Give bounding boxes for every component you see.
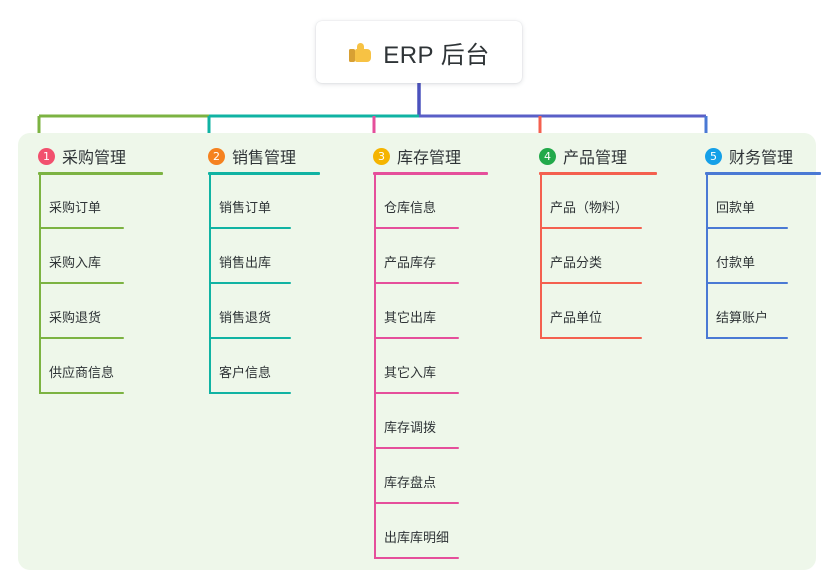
branch-spine-1 xyxy=(39,174,41,394)
branch-spine-5 xyxy=(706,174,708,339)
branch-columns: 1 采购管理采购订单采购入库采购退货供应商信息 2 销售管理销售订单销售出库销售退货客… xyxy=(18,133,821,570)
branch-title-3: 库存管理 xyxy=(397,150,462,167)
list-item-underline xyxy=(209,227,291,229)
list-item-label: 采购退货 xyxy=(49,310,102,325)
branch-header-5[interactable]: 5 财务管理 xyxy=(705,144,793,168)
list-item-label: 采购订单 xyxy=(49,200,102,215)
branch-header-3[interactable]: 3 库存管理 xyxy=(373,144,461,168)
list-item-underline xyxy=(39,227,124,229)
list-item-label: 库存盘点 xyxy=(384,475,437,490)
list-item-label: 付款单 xyxy=(716,255,756,270)
branch-badge-5: 5 xyxy=(705,147,722,165)
list-item-underline xyxy=(706,337,788,339)
list-item-underline xyxy=(39,337,124,339)
branch-column-4: 4 产品管理产品（物料） 产品分类产品单位 xyxy=(519,133,685,570)
branch-badge-1: 1 xyxy=(38,147,55,165)
list-item-underline xyxy=(209,282,291,284)
list-item-label: 销售订单 xyxy=(219,200,272,215)
list-item-label: 供应商信息 xyxy=(49,365,115,380)
branch-header-2[interactable]: 2 销售管理 xyxy=(208,144,296,168)
list-item-underline xyxy=(374,337,459,339)
list-item-underline xyxy=(374,447,459,449)
branch-badge-4: 4 xyxy=(539,147,556,165)
branch-underline-5 xyxy=(705,172,821,175)
list-item-label: 销售退货 xyxy=(219,310,272,325)
list-item-underline xyxy=(209,392,291,394)
list-item-label: 其它入库 xyxy=(384,365,437,380)
list-item-label: 产品库存 xyxy=(384,255,437,270)
branch-column-2: 2 销售管理销售订单销售出库销售退货客户信息 xyxy=(188,133,353,570)
list-item-label: 客户信息 xyxy=(219,365,272,380)
branch-title-4: 产品管理 xyxy=(563,150,628,167)
branch-spine-2 xyxy=(209,174,211,394)
list-item-underline xyxy=(39,282,124,284)
branch-badge-3: 3 xyxy=(373,147,390,165)
branch-column-5: 5 财务管理回款单付款单结算账户 xyxy=(685,133,821,570)
branch-column-1: 1 采购管理采购订单采购入库采购退货供应商信息 xyxy=(18,133,188,570)
list-item-label: 库存调拨 xyxy=(384,420,437,435)
root-node-label: ERP 后台 xyxy=(383,41,490,69)
list-item-label: 产品（物料） xyxy=(550,200,629,215)
branch-header-4[interactable]: 4 产品管理 xyxy=(539,144,627,168)
list-item-underline xyxy=(706,227,788,229)
branch-badge-2: 2 xyxy=(208,147,225,165)
list-item-underline xyxy=(374,502,459,504)
list-item-underline xyxy=(209,337,291,339)
thumbs-up-icon xyxy=(348,39,374,65)
list-item-label: 采购入库 xyxy=(49,255,102,270)
list-item-underline xyxy=(39,392,124,394)
list-item-label: 结算账户 xyxy=(716,310,769,325)
list-item-label: 产品分类 xyxy=(550,255,603,270)
branch-spine-4 xyxy=(540,174,542,339)
branch-underline-2 xyxy=(208,172,320,175)
list-item-label: 回款单 xyxy=(716,200,756,215)
branch-underline-1 xyxy=(38,172,163,175)
branch-title-2: 销售管理 xyxy=(232,150,297,167)
root-node[interactable]: ERP 后台 xyxy=(316,21,522,83)
list-item-underline xyxy=(374,557,459,559)
branch-title-1: 采购管理 xyxy=(62,150,127,167)
list-item-underline xyxy=(540,227,642,229)
list-item-label: 其它出库 xyxy=(384,310,437,325)
branch-title-5: 财务管理 xyxy=(729,150,794,167)
list-item-label: 出库库明细 xyxy=(384,530,450,545)
list-item-underline xyxy=(374,227,459,229)
list-item-underline xyxy=(540,282,642,284)
branch-header-1[interactable]: 1 采购管理 xyxy=(38,144,126,168)
branch-column-3: 3 库存管理仓库信息产品库存其它出库其它入库库存调拨库存盘点出库库明细 xyxy=(353,133,519,570)
branch-panel xyxy=(18,133,816,570)
list-item-label: 仓库信息 xyxy=(384,200,437,215)
list-item-underline xyxy=(706,282,788,284)
branch-spine-3 xyxy=(374,174,376,559)
branch-underline-3 xyxy=(373,172,488,175)
list-item-label: 产品单位 xyxy=(550,310,603,325)
list-item-underline xyxy=(374,282,459,284)
list-item-underline xyxy=(374,392,459,394)
list-item-underline xyxy=(540,337,642,339)
branch-underline-4 xyxy=(539,172,657,175)
list-item-label: 销售出库 xyxy=(219,255,272,270)
